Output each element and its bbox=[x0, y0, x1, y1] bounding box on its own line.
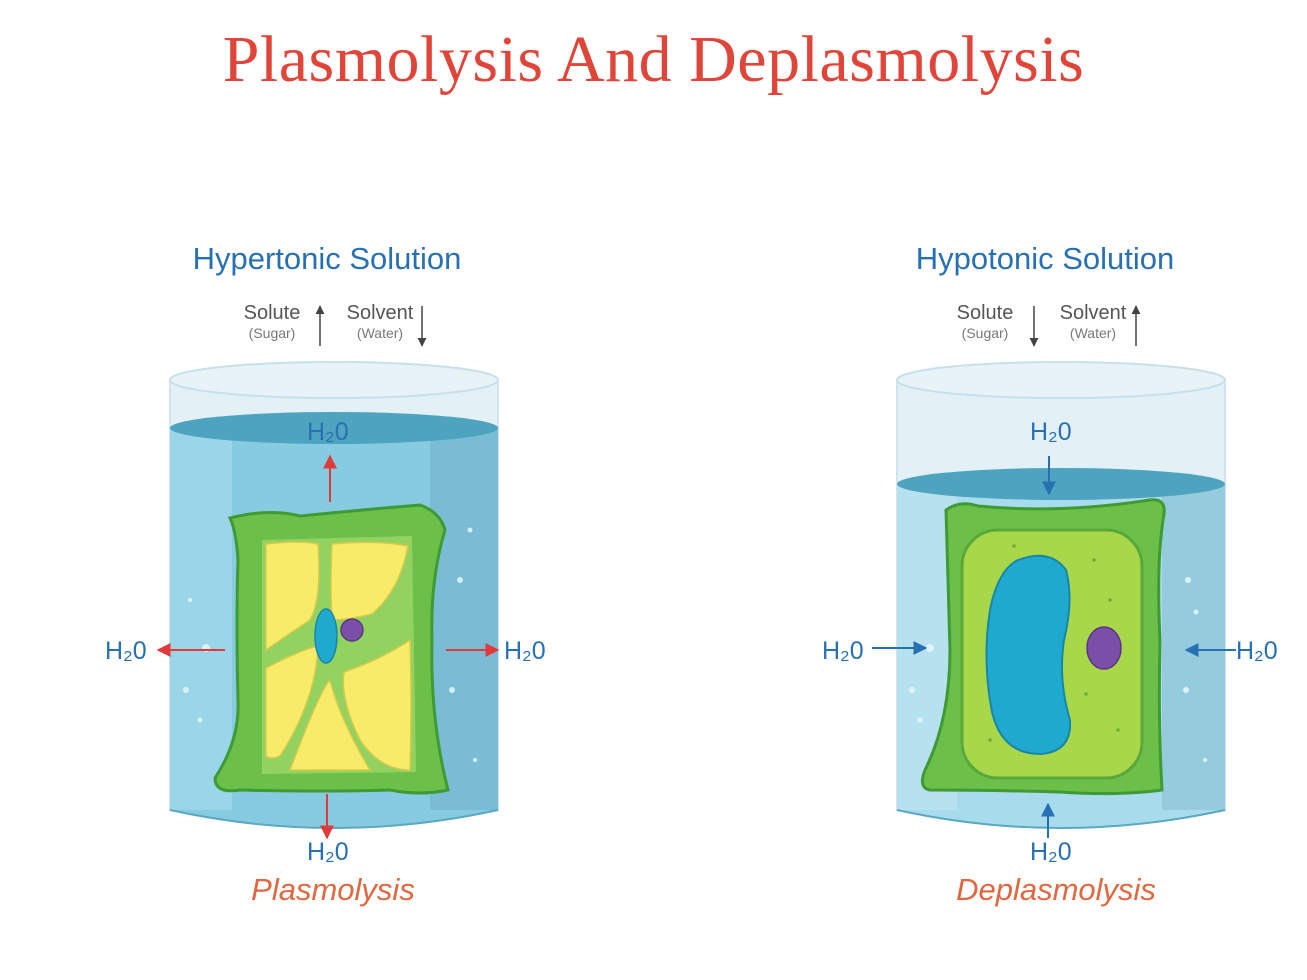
right-beaker-rim bbox=[897, 362, 1225, 398]
right-water-surface bbox=[897, 468, 1225, 500]
right-h2o-left: H₂0 bbox=[822, 637, 864, 666]
right-nucleus bbox=[1087, 627, 1121, 669]
left-h2o-left: H₂0 bbox=[105, 637, 147, 666]
right-h2o-top: H₂0 bbox=[1030, 418, 1072, 447]
left-h2o-top: H₂0 bbox=[307, 418, 349, 447]
plasmolysis-caption: Plasmolysis bbox=[133, 872, 533, 908]
right-h2o-right: H₂0 bbox=[1236, 637, 1278, 666]
right-h2o-bottom: H₂0 bbox=[1030, 838, 1072, 867]
right-turgid-cell bbox=[922, 500, 1164, 794]
left-small-vacuole bbox=[315, 609, 337, 663]
left-nucleus bbox=[341, 619, 363, 641]
left-plasmolysed-cell bbox=[215, 505, 448, 793]
deplasmolysis-caption: Deplasmolysis bbox=[856, 872, 1256, 908]
left-h2o-bottom: H₂0 bbox=[307, 838, 349, 867]
left-h2o-right: H₂0 bbox=[504, 637, 546, 666]
right-swollen-vacuole bbox=[986, 556, 1070, 754]
left-beaker-rim bbox=[170, 362, 498, 398]
